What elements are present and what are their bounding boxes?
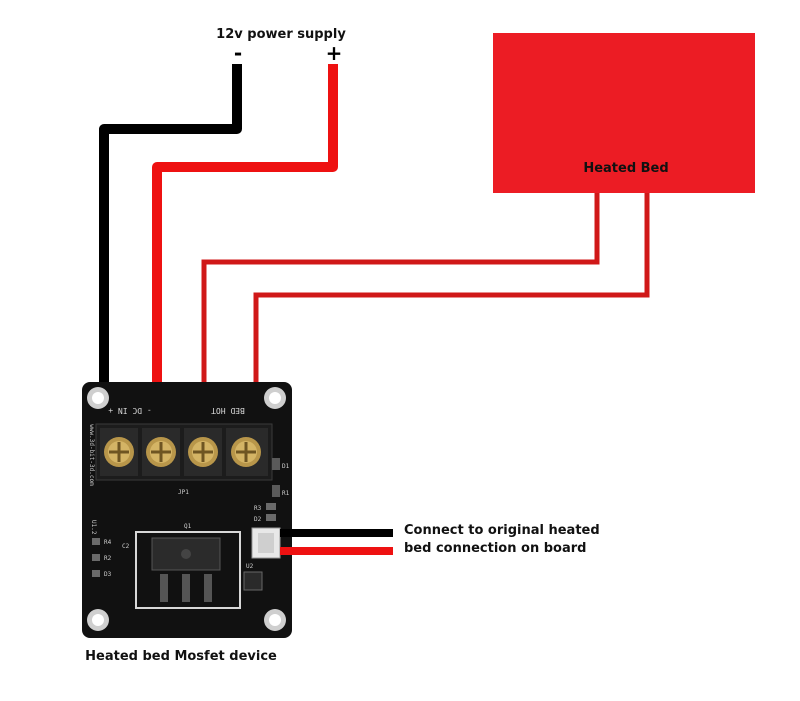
mosfet-board-caption: Heated bed Mosfet device xyxy=(85,649,277,664)
screw-terminal-2 xyxy=(142,428,180,476)
bed-wire-1 xyxy=(201,193,600,440)
heated-bed xyxy=(493,33,755,193)
terminal-label-dc-in: - DC IN + xyxy=(108,406,152,415)
chip-u2 xyxy=(243,571,263,591)
resistor-r4 xyxy=(92,538,100,545)
silk-u1-2: U1.2 xyxy=(90,520,97,535)
power-supply-label: 12v power supply xyxy=(216,27,346,42)
power-plus-symbol: + xyxy=(326,41,343,65)
bed-wire-2 xyxy=(253,193,650,440)
led-d1 xyxy=(272,458,280,470)
silk-c2: C2 xyxy=(122,543,130,550)
resistor-r3 xyxy=(266,503,276,510)
silk-r3: R3 xyxy=(254,505,262,512)
power-minus-symbol: - xyxy=(234,41,242,65)
silk-r4: R4 xyxy=(104,539,112,546)
connection-note-line2: bed connection on board xyxy=(404,541,586,556)
resistor-r2 xyxy=(92,554,100,561)
mosfet-board: - DC IN + BED HOT www.3d-bit-3d.com xyxy=(82,382,292,638)
silk-r1: R1 xyxy=(282,490,290,497)
heated-bed-label: Heated Bed xyxy=(583,161,668,176)
silk-u2: U2 xyxy=(246,563,254,570)
screw-terminal-4 xyxy=(226,428,268,476)
q1-outline xyxy=(135,531,241,609)
power-positive-wire xyxy=(152,64,338,440)
silk-d3: D3 xyxy=(104,571,112,578)
silk-jp1: JP1 xyxy=(178,489,189,496)
resistor-r1 xyxy=(272,485,280,497)
screw-terminal-3 xyxy=(184,428,222,476)
led-d2 xyxy=(266,514,276,521)
silk-q1: Q1 xyxy=(184,523,192,530)
power-negative-wire xyxy=(99,64,242,440)
silk-d2: D2 xyxy=(254,516,262,523)
screw-terminal-1 xyxy=(100,428,138,476)
silk-r2: R2 xyxy=(104,555,112,562)
led-d3 xyxy=(92,570,100,577)
silk-url: www.3d-bit-3d.com xyxy=(88,424,95,486)
terminal-label-bed-hot: BED HOT xyxy=(211,406,245,415)
silk-d1: D1 xyxy=(282,463,290,470)
connection-note-line1: Connect to original heated xyxy=(404,523,600,538)
